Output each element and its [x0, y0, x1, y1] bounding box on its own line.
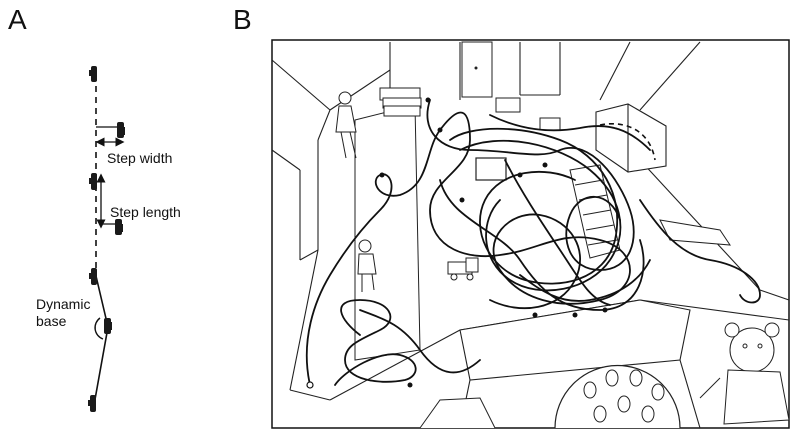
- door: [461, 41, 493, 98]
- toy-car: [419, 397, 496, 429]
- occluded-path: [599, 123, 656, 161]
- dynamic-base-label-line1: Dynamic: [36, 296, 91, 312]
- dynamic-base-label: Dynamic base: [36, 296, 96, 330]
- panel-a-letter: A: [8, 4, 27, 35]
- path-nodes: [379, 97, 608, 388]
- dynamic-base-arc: [94, 317, 104, 340]
- dynamic-base-line: [93, 275, 109, 406]
- panel-b-letter: B: [233, 4, 252, 35]
- teddy-bear: [699, 322, 790, 425]
- playroom-illustration: [271, 39, 790, 429]
- step-length-label: Step length: [110, 204, 181, 220]
- door-knob: [474, 66, 478, 70]
- step-width-label: Step width: [107, 150, 173, 166]
- start-node: [306, 381, 314, 389]
- toy-cart: [475, 157, 507, 181]
- footprint: [104, 318, 112, 334]
- walking-paths: [305, 99, 761, 386]
- footprint: [88, 395, 96, 412]
- adult-figure: [335, 91, 357, 159]
- stacked-boxes: [379, 87, 422, 117]
- child-figure: [357, 239, 377, 292]
- footprint: [115, 219, 123, 235]
- large-box: [595, 103, 667, 173]
- gait-diagram: [88, 66, 125, 412]
- platform: [659, 219, 731, 246]
- ball: [554, 364, 681, 429]
- small-toy: [539, 117, 561, 131]
- dynamic-base-label-line2: base: [36, 313, 67, 329]
- footprint: [89, 268, 97, 285]
- footprint: [89, 173, 97, 190]
- footprints: [88, 66, 125, 412]
- footprint: [117, 122, 125, 138]
- small-box: [495, 97, 521, 113]
- footprint: [89, 66, 97, 82]
- toy-truck: [447, 257, 479, 281]
